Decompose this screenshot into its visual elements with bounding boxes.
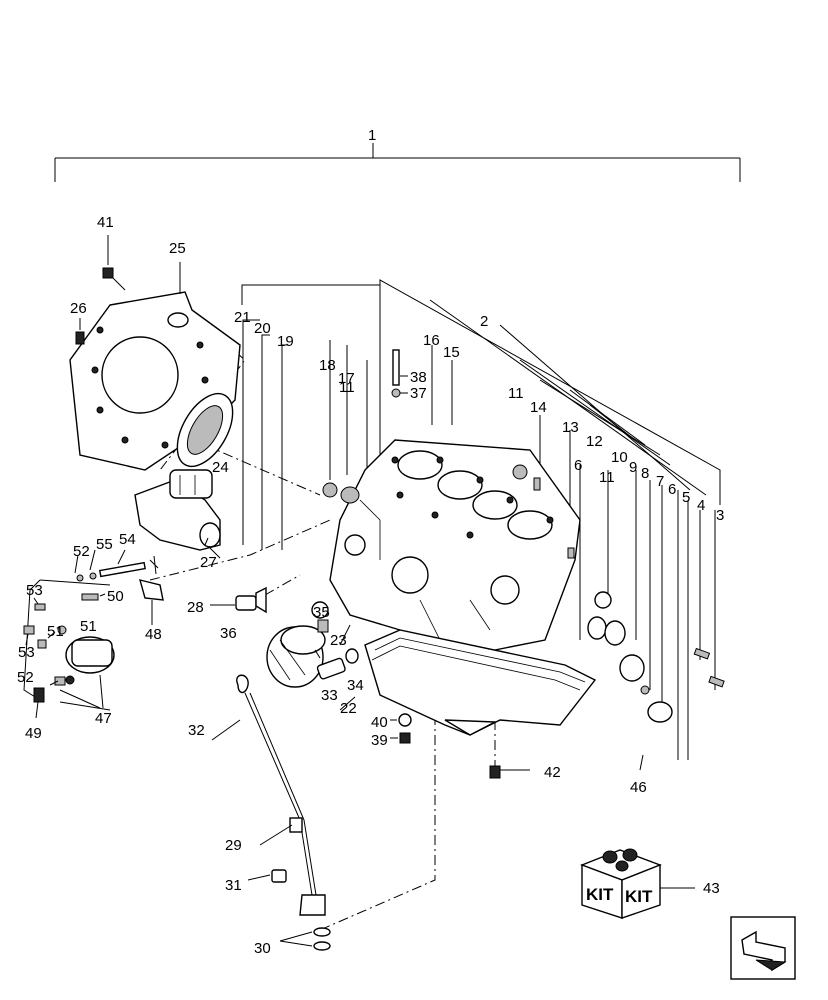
callout-20: 20 bbox=[254, 320, 271, 337]
filter-adapter-and-seals bbox=[311, 601, 359, 680]
callout-21: 21 bbox=[234, 309, 251, 326]
oil-pan bbox=[364, 629, 597, 736]
oil-dipstick bbox=[236, 674, 317, 896]
callout-36: 36 bbox=[220, 625, 237, 642]
callout-6b: 6 bbox=[668, 481, 676, 498]
callout-13: 13 bbox=[562, 419, 579, 436]
callout-29: 29 bbox=[225, 837, 242, 854]
callout-51b: 51 bbox=[80, 618, 97, 635]
drain-plug-parts bbox=[390, 713, 530, 779]
callout-15: 15 bbox=[443, 344, 460, 361]
small-fittings bbox=[23, 572, 99, 703]
callout-4: 4 bbox=[697, 497, 705, 514]
pump-gasket bbox=[139, 579, 164, 601]
o-rings bbox=[279, 927, 331, 951]
callout-30: 30 bbox=[254, 940, 271, 957]
callout-41: 41 bbox=[97, 214, 114, 231]
callout-18: 18 bbox=[319, 357, 336, 374]
left-leaders bbox=[25, 262, 695, 889]
callout-9: 9 bbox=[629, 459, 637, 476]
callout-23: 23 bbox=[330, 632, 347, 649]
callout-27: 27 bbox=[200, 554, 217, 571]
starter-motor bbox=[134, 469, 221, 551]
callout-33: 33 bbox=[321, 687, 338, 704]
callout-43: 43 bbox=[703, 880, 720, 897]
oil-filter bbox=[266, 625, 326, 688]
kit-right-label: KIT bbox=[625, 887, 653, 906]
callout-17: 17 bbox=[338, 370, 355, 387]
callout-39: 39 bbox=[371, 732, 388, 749]
callout-22: 22 bbox=[340, 700, 357, 717]
leader-lines bbox=[241, 279, 721, 760]
callout-52a: 52 bbox=[73, 543, 90, 560]
callout-6a: 6 bbox=[574, 457, 582, 474]
callout-26: 26 bbox=[70, 300, 87, 317]
bolt-26 bbox=[75, 318, 85, 345]
callout-46: 46 bbox=[630, 779, 647, 796]
callout-50: 50 bbox=[107, 588, 124, 605]
callout-2: 2 bbox=[480, 313, 488, 330]
callout-53b: 53 bbox=[18, 644, 35, 661]
next-page-arrow-icon[interactable] bbox=[730, 916, 796, 980]
callout-31: 31 bbox=[225, 877, 242, 894]
callout-16: 16 bbox=[423, 332, 440, 349]
callout-47: 47 bbox=[95, 710, 112, 727]
dipstick-tube bbox=[259, 817, 326, 916]
callout-3: 3 bbox=[716, 507, 724, 524]
callout-11a: 11 bbox=[339, 379, 355, 396]
callout-7: 7 bbox=[656, 473, 664, 490]
callout-54: 54 bbox=[119, 531, 136, 548]
callout-51a: 51 bbox=[47, 623, 64, 640]
callout-11b: 11 bbox=[508, 385, 524, 402]
callout-19: 19 bbox=[277, 333, 294, 350]
callout-28: 28 bbox=[187, 599, 204, 616]
callout-11c: 11 bbox=[599, 469, 615, 486]
bolt-41 bbox=[102, 235, 126, 291]
assembly-bracket bbox=[54, 143, 741, 182]
stud-37-38 bbox=[391, 349, 408, 398]
callout-38: 38 bbox=[410, 369, 427, 386]
callout-14: 14 bbox=[530, 399, 547, 416]
callout-labels: 1 2 3 4 5 6 6 7 8 9 10 11 11 11 12 13 14… bbox=[17, 127, 724, 957]
callout-34: 34 bbox=[347, 677, 364, 694]
callout-52b: 52 bbox=[17, 669, 34, 686]
rear-oil-seal bbox=[176, 392, 234, 468]
callout-10: 10 bbox=[611, 449, 628, 466]
callout-48: 48 bbox=[145, 626, 162, 643]
callout-25: 25 bbox=[169, 240, 186, 257]
callout-24: 24 bbox=[212, 459, 229, 476]
kit-box-icon: KIT KIT bbox=[580, 848, 662, 919]
callout-8: 8 bbox=[641, 465, 649, 482]
callout-49: 49 bbox=[25, 725, 42, 742]
callout-32: 32 bbox=[188, 722, 205, 739]
engine-block bbox=[322, 439, 581, 671]
callout-42: 42 bbox=[544, 764, 561, 781]
callout-1: 1 bbox=[368, 127, 376, 144]
callout-12: 12 bbox=[586, 433, 603, 450]
callout-55: 55 bbox=[96, 536, 113, 553]
callout-53a: 53 bbox=[26, 582, 43, 599]
kit-left-label: KIT bbox=[586, 885, 614, 904]
tube-bolt bbox=[247, 869, 287, 883]
front-seals-and-plugs bbox=[533, 477, 725, 723]
callout-40: 40 bbox=[371, 714, 388, 731]
callout-37: 37 bbox=[410, 385, 427, 402]
callout-5: 5 bbox=[682, 489, 690, 506]
oil-pressure-switch bbox=[210, 586, 267, 614]
callout-35: 35 bbox=[313, 604, 330, 621]
fuel-line bbox=[98, 555, 159, 578]
